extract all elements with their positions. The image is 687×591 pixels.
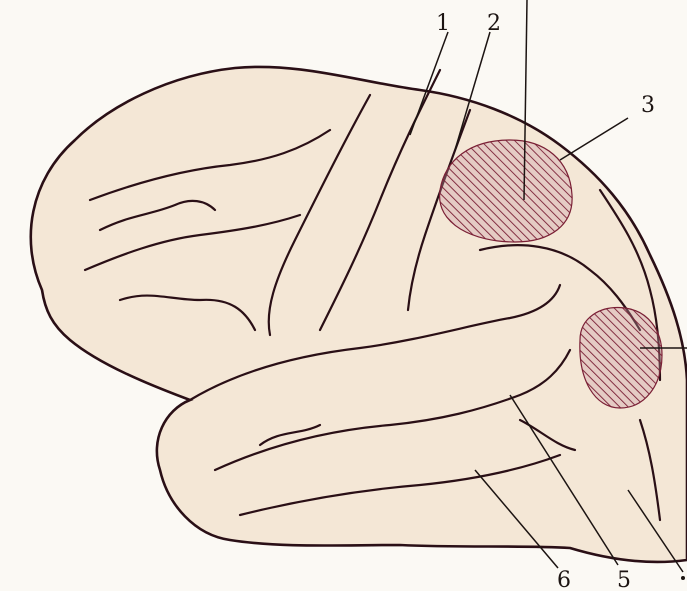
hatched-area-lower — [580, 308, 662, 408]
label-1: 1 — [436, 11, 450, 36]
label-4-partial-dot — [681, 576, 685, 580]
label-6: 6 — [557, 568, 571, 591]
label-2: 2 — [487, 11, 501, 36]
label-5: 5 — [617, 568, 631, 591]
label-3: 3 — [641, 93, 655, 118]
brain-outline — [31, 67, 687, 562]
leader-line-3 — [560, 118, 628, 160]
hatched-area-upper — [440, 140, 573, 242]
